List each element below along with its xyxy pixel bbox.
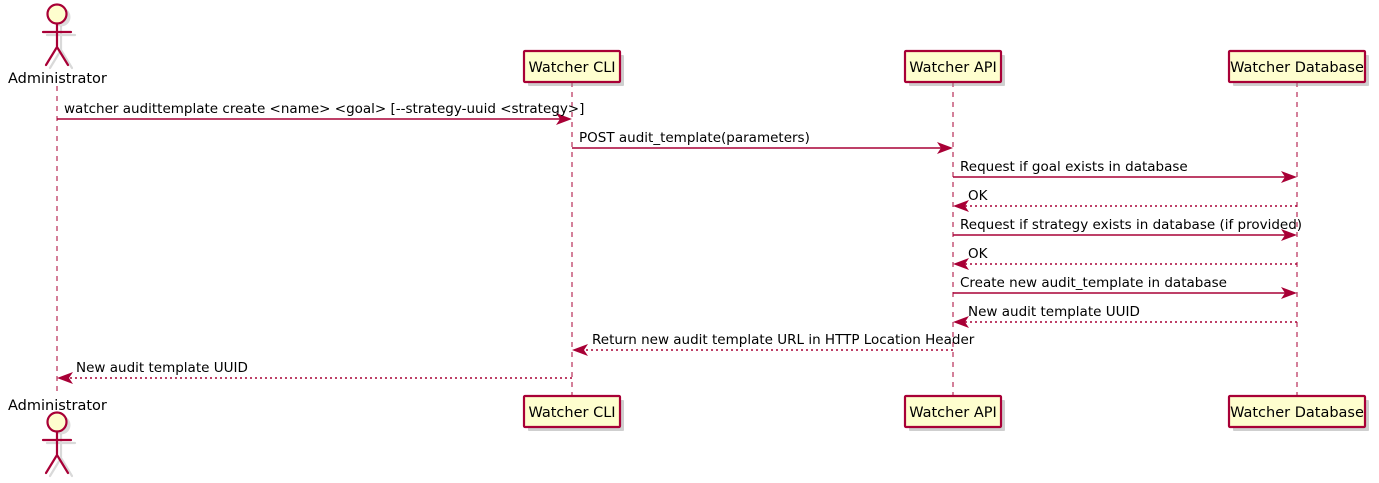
actor-body-shadow [45, 433, 77, 478]
message-4[interactable]: OK [953, 188, 1297, 212]
actor-body [41, 22, 73, 67]
message-label-2: POST audit_template(parameters) [579, 130, 810, 146]
message-label-7: Create new audit_template in database [960, 275, 1227, 291]
arrow-head-right [556, 113, 572, 125]
participant-watcher-cli-top[interactable]: Watcher CLI [522, 49, 624, 86]
participant-label-watcher-api-bottom: Watcher API [909, 405, 997, 421]
actor-head [46, 411, 68, 433]
participant-watcher-api-top[interactable]: Watcher API [903, 49, 1005, 86]
participant-watcher-database-top[interactable]: Watcher Database [1227, 49, 1369, 86]
participant-label-watcher-database-top: Watcher Database [1230, 60, 1364, 76]
message-label-4: OK [968, 188, 989, 204]
actor-label-administrator-bottom: Administrator [8, 398, 107, 414]
message-label-9: Return new audit template URL in HTTP Lo… [592, 332, 975, 348]
participant-label-watcher-database-bottom: Watcher Database [1230, 405, 1364, 421]
arrow-head-left [57, 372, 73, 384]
actor-administrator-top[interactable] [41, 3, 77, 70]
message-9[interactable]: Return new audit template URL in HTTP Lo… [572, 332, 975, 356]
actor-head [46, 3, 68, 25]
message-8[interactable]: New audit template UUID [953, 304, 1297, 328]
arrow-head-right [1281, 287, 1297, 299]
participant-watcher-database-bottom[interactable]: Watcher Database [1227, 394, 1369, 431]
participant-watcher-cli-bottom[interactable]: Watcher CLI [522, 394, 624, 431]
message-label-1: watcher audittemplate create <name> <goa… [64, 101, 584, 117]
arrow-head-left [953, 316, 969, 328]
actor-administrator-bottom[interactable] [41, 411, 77, 478]
participant-watcher-api-bottom[interactable]: Watcher API [903, 394, 1005, 431]
participant-box [522, 394, 622, 429]
participant-box [522, 49, 622, 84]
participant-label-watcher-cli-top: Watcher CLI [528, 60, 615, 76]
message-3[interactable]: Request if goal exists in database [953, 159, 1297, 183]
message-1[interactable]: watcher audittemplate create <name> <goa… [57, 101, 584, 125]
participant-box [903, 394, 1003, 429]
arrow-head-left [572, 344, 588, 356]
message-label-5: Request if strategy exists in database (… [960, 217, 1302, 233]
arrow-head-left [953, 258, 969, 270]
actor-label-administrator-top: Administrator [8, 71, 107, 87]
arrow-head-right [1281, 171, 1297, 183]
message-10[interactable]: New audit template UUID [57, 360, 572, 384]
participant-label-watcher-api-top: Watcher API [909, 60, 997, 76]
message-label-10: New audit template UUID [76, 360, 248, 376]
message-5[interactable]: Request if strategy exists in database (… [953, 217, 1302, 241]
arrow-head-right [937, 142, 953, 154]
message-label-8: New audit template UUID [968, 304, 1140, 320]
message-label-3: Request if goal exists in database [960, 159, 1188, 175]
participant-box [903, 49, 1003, 84]
message-6[interactable]: OK [953, 246, 1297, 270]
actor-body-shadow [45, 25, 77, 70]
message-7[interactable]: Create new audit_template in database [953, 275, 1297, 299]
message-label-6: OK [968, 246, 989, 262]
arrow-head-left [953, 200, 969, 212]
lifelines [56, 82, 1298, 396]
participant-box [1227, 49, 1367, 84]
participant-box [1227, 394, 1367, 429]
arrow-head-right [1281, 229, 1297, 241]
participant-label-watcher-cli-bottom: Watcher CLI [528, 405, 615, 421]
message-2[interactable]: POST audit_template(parameters) [572, 130, 953, 154]
actor-body [41, 430, 73, 475]
